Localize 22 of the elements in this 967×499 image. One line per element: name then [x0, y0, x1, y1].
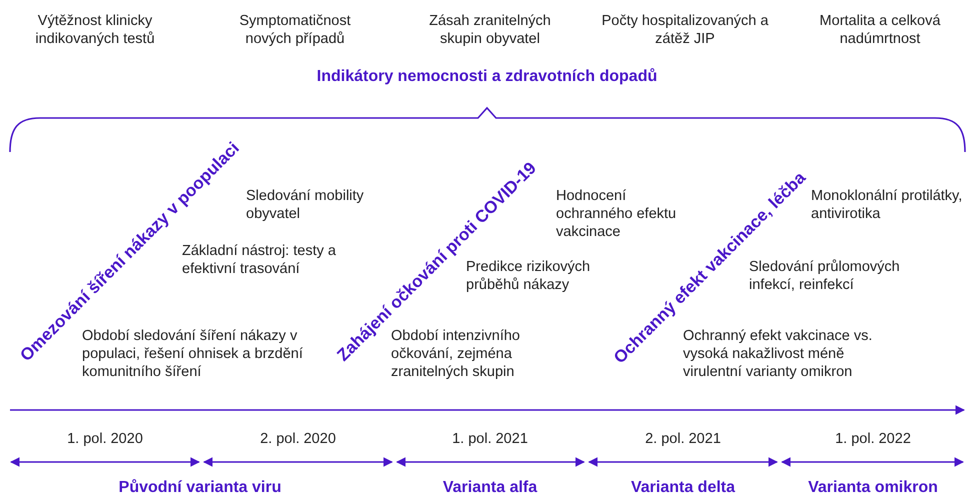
note-text: Období intenzivního očkování, zejména zranitelných skupin — [391, 328, 521, 381]
note-text: Predikce rizikových průběhů nákazy — [466, 258, 592, 294]
period-label: 1. pol. 2022 — [834, 430, 912, 448]
indicator-label: Počty hospitalizovaných a zátěž JIP — [600, 12, 770, 48]
indicator-label: Symptomatičnost nových případů — [238, 12, 352, 48]
indicator-label: Zásah zranitelných skupin obyvatel — [428, 12, 552, 48]
period-label: 2. pol. 2020 — [259, 430, 337, 448]
variant-label: Varianta omikron — [808, 479, 938, 497]
period-label: 2. pol. 2021 — [644, 430, 722, 448]
variant-label: Varianta alfa — [442, 479, 538, 497]
note-text: Základní nástroj: testy a efektivní trasování — [182, 242, 337, 278]
note-text: Hodnocení ochranného efektu vakcinace — [556, 187, 678, 241]
section-heading: Indikátory nemocnosti a zdravotních dopadů — [316, 68, 658, 86]
note-text: Monoklonální protilátky, antivirotika — [811, 187, 964, 223]
variant-label: Varianta delta — [630, 479, 736, 497]
indicator-label: Mortalita a celková nadúmrtnost — [818, 12, 942, 48]
period-label: 1. pol. 2020 — [66, 430, 144, 448]
variant-label: Původní varianta viru — [118, 479, 282, 497]
indicator-label: Výtěžnost klinicky indikovaných testů — [34, 12, 156, 48]
period-label: 1. pol. 2021 — [451, 430, 529, 448]
note-text: Ochranný efekt vakcinace vs. vysoká nakažlivost méně virulentní varianty omikron — [683, 327, 874, 381]
note-text: Sledování mobility obyvatel — [246, 187, 365, 223]
